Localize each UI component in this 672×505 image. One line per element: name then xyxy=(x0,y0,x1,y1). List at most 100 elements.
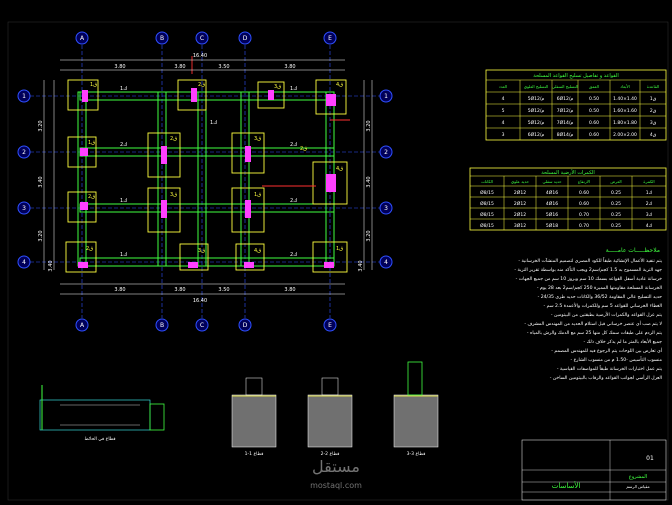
svg-text:C: C xyxy=(200,322,204,329)
svg-text:0.60: 0.60 xyxy=(579,201,589,207)
svg-text:ق1: ق1 xyxy=(650,96,657,102)
svg-text:ق3: ق3 xyxy=(650,120,657,126)
wall-section-label: قطاع في الحائط xyxy=(84,437,115,442)
section2-label: قطاع 2-2 xyxy=(321,451,340,457)
dimension-lines xyxy=(43,59,373,295)
axis-bubble: 3 xyxy=(17,201,31,215)
svg-text:D: D xyxy=(243,322,248,329)
svg-text:التسليح العلوي: التسليح العلوي xyxy=(524,84,548,89)
svg-text:1: 1 xyxy=(384,93,388,100)
footing-label: ق3 xyxy=(254,136,261,142)
axis-bubble: C xyxy=(195,31,209,45)
axis-bubble: D xyxy=(238,31,252,45)
dim-bottom-seg-3: 3.50 xyxy=(218,287,229,293)
beam-label: ك1 xyxy=(290,86,297,92)
title-block-project: المشروع xyxy=(629,474,647,480)
svg-text:Ø8/15: Ø8/15 xyxy=(480,211,494,218)
watermark-brand: مستقل xyxy=(312,457,360,476)
footing xyxy=(65,241,97,273)
table1-title: القواعد و تفاصيل تسليح القواعد المسلحة xyxy=(533,73,618,79)
svg-text:2Ø12: 2Ø12 xyxy=(514,189,526,196)
dim-left-seg-2: 3.40 xyxy=(38,176,44,187)
general-notes: ملاحظـــــات عامـــــة - يتم تنفيذ الأعم… xyxy=(514,247,662,381)
dim-left-seg-1: 3.20 xyxy=(38,120,44,131)
footing-label: ق2 xyxy=(86,246,93,252)
title-block-scale: مقياس الرسم xyxy=(626,484,649,489)
svg-text:B: B xyxy=(160,322,164,329)
footing xyxy=(67,79,99,111)
dim-top-seg-1: 3.80 xyxy=(114,64,125,70)
svg-text:4: 4 xyxy=(502,120,505,126)
svg-text:ق4: ق4 xyxy=(650,132,657,138)
footings xyxy=(65,79,348,273)
axis-bubble: 4 xyxy=(379,255,393,269)
svg-text:Ø8/15: Ø8/15 xyxy=(480,189,494,196)
dim-top-seg-2: 3.80 xyxy=(174,64,185,70)
beam-label: ك2 xyxy=(290,252,297,258)
footing xyxy=(147,187,181,233)
footing-label: ق4 xyxy=(336,82,343,88)
svg-text:5Ø16: 5Ø16 xyxy=(546,211,558,218)
axis-bubble: 1 xyxy=(379,89,393,103)
svg-text:4: 4 xyxy=(384,259,388,266)
svg-text:5Ø18: 5Ø18 xyxy=(546,222,558,229)
table2-title: الكمرات الأرضية المسلحة xyxy=(541,169,595,176)
watermark-url: mostaql.com xyxy=(310,481,362,490)
axis-bubble: A xyxy=(75,318,89,332)
svg-text:ك2: ك2 xyxy=(646,201,653,207)
footing xyxy=(179,243,209,271)
svg-text:العدد: العدد xyxy=(499,84,507,89)
svg-text:- الغطاء الخرساني للقواعد 5 سم: - الغطاء الخرساني للقواعد 5 سم وللكمرات … xyxy=(544,302,662,309)
axis-bubble: E xyxy=(323,318,337,332)
section1-label: قطاع 1-1 xyxy=(245,451,264,457)
beam-label: ك1 xyxy=(120,86,127,92)
beam-label: ك1 xyxy=(210,120,217,126)
svg-text:0.60: 0.60 xyxy=(579,190,589,196)
svg-text:ك3: ك3 xyxy=(646,212,653,218)
footing-label: ق1 xyxy=(336,246,343,252)
svg-text:1.80×1.80: 1.80×1.80 xyxy=(613,120,637,126)
svg-text:- منسوب التأسيس -1.50 م من منس: - منسوب التأسيس -1.50 م من منسوب الشارع xyxy=(570,356,662,363)
svg-text:0.25: 0.25 xyxy=(611,212,621,218)
dim-top-seg-3: 3.50 xyxy=(218,64,229,70)
dim-bottom-seg-4: 3.80 xyxy=(284,287,295,293)
beam-labels: ك1 ك1 ك2 ك2 ك1 ك2 ك1 ك2 ك1 xyxy=(120,86,297,258)
svg-text:4: 4 xyxy=(22,259,26,266)
axis-bubble: 3 xyxy=(379,201,393,215)
footing xyxy=(231,132,265,174)
sheet-frame xyxy=(7,21,669,501)
svg-text:2Ø12: 2Ø12 xyxy=(514,211,526,218)
axis-bubble: 2 xyxy=(17,145,31,159)
svg-text:D: D xyxy=(243,35,248,42)
svg-text:3: 3 xyxy=(384,205,388,212)
axis-bubble: B xyxy=(155,31,169,45)
footing xyxy=(147,132,181,178)
svg-text:- يتم عمل اختبارات الخرسانة طب: - يتم عمل اختبارات الخرسانة طبقاً للمواص… xyxy=(557,365,663,372)
svg-text:4: 4 xyxy=(502,96,505,102)
svg-text:3: 3 xyxy=(22,205,26,212)
dim-right-seg-3: 3.20 xyxy=(366,230,372,241)
svg-text:3Ø12: 3Ø12 xyxy=(514,222,526,229)
footing-schedule-table: القواعد و تفاصيل تسليح القواعد المسلحة ا… xyxy=(485,69,667,141)
footing xyxy=(312,241,348,273)
footing xyxy=(257,81,285,109)
axis-bubble: D xyxy=(238,318,252,332)
footing-label: ق2 xyxy=(170,136,177,142)
wall-section-detail: قطاع في الحائط xyxy=(39,385,165,442)
footing xyxy=(67,136,97,168)
svg-text:- جميع الأبعاد بالمتر ما لم يذ: - جميع الأبعاد بالمتر ما لم يذكر خلاف ذل… xyxy=(583,338,662,345)
dim-top-total: 16.40 xyxy=(193,53,207,59)
svg-text:الارتفاع: الارتفاع xyxy=(578,179,590,184)
svg-text:E: E xyxy=(328,35,332,42)
dim-left-seg-4: 3.40 xyxy=(48,260,54,271)
footing-label: ق2 xyxy=(198,82,205,88)
svg-text:0.70: 0.70 xyxy=(579,223,589,229)
title-block: المشروع مقياس الرسم 01 الأساسات xyxy=(521,439,667,501)
svg-text:0.50: 0.50 xyxy=(589,108,599,114)
dim-left-seg-3: 3.20 xyxy=(38,230,44,241)
svg-text:- خرسانة عادية أسفل القواعد بس: - خرسانة عادية أسفل القواعد بسمك 10 سم و… xyxy=(516,275,663,282)
dim-bottom-seg-2: 3.80 xyxy=(174,287,185,293)
svg-text:0.50: 0.50 xyxy=(589,96,599,102)
axis-bubble: B xyxy=(155,318,169,332)
